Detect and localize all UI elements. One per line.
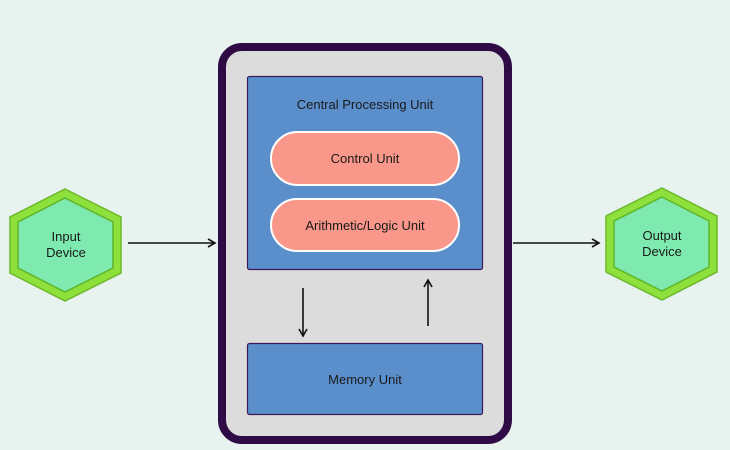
input-device-node: Input Device [9,188,122,302]
memory-unit: Memory Unit [246,342,484,416]
input-device-label-line2: Device [46,245,86,260]
cpu-label: Central Processing Unit [297,97,434,112]
alu-label: Arithmetic/Logic Unit [305,218,425,233]
input-device-label-line1: Input [52,229,81,244]
control-unit: Control Unit [270,131,460,186]
output-device-label-line2: Device [642,244,682,259]
alu: Arithmetic/Logic Unit [270,198,460,252]
output-device-label-line1: Output [642,228,681,243]
control-unit-label: Control Unit [331,151,400,166]
output-device-node: Output Device [605,187,718,301]
memory-unit-label: Memory Unit [328,372,402,387]
